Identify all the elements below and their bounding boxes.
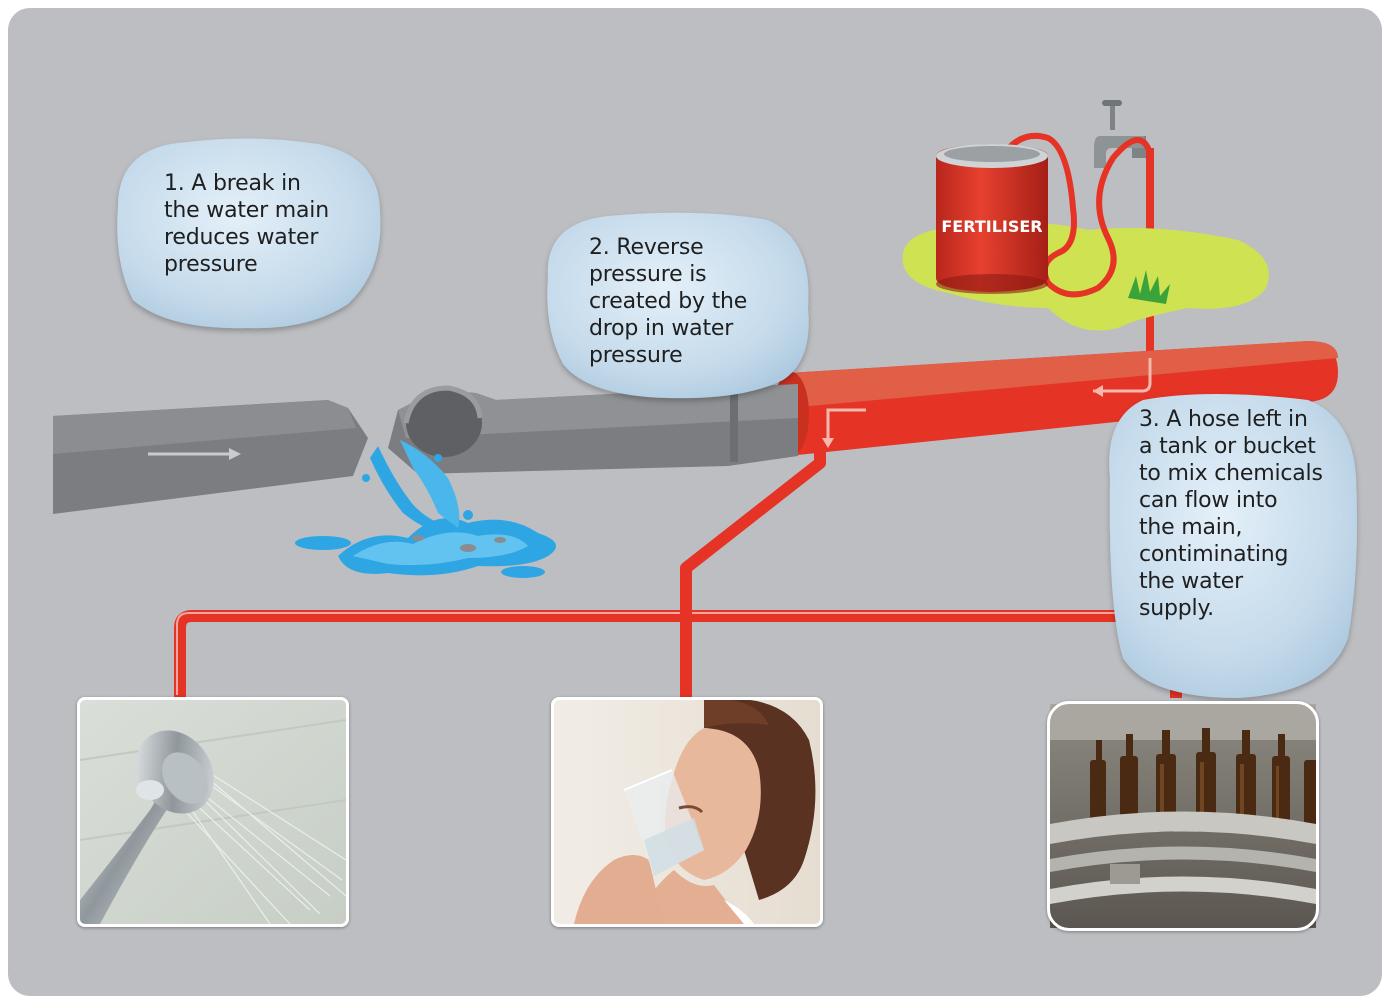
water-leak xyxy=(295,440,556,578)
callout-bubble-3 xyxy=(1109,394,1357,698)
drinking-water-photo-frame xyxy=(551,697,823,927)
water-main-pipe xyxy=(53,384,798,514)
bottling-photo-content xyxy=(1050,704,1318,928)
diagram-panel: FERTILISER xyxy=(8,8,1382,996)
callout-bubbles xyxy=(117,138,1357,698)
callout-step-1: 1. A break in the water main reduces wat… xyxy=(164,171,329,277)
tap-icon xyxy=(1094,100,1146,168)
callout-step-3: 3. A hose left in a tank or bucket to mi… xyxy=(1139,407,1323,621)
drinking-photo-content xyxy=(554,698,820,924)
fertiliser-label: FERTILISER xyxy=(941,217,1042,236)
fertiliser-can: FERTILISER xyxy=(936,144,1048,294)
fertiliser-scene: FERTILISER xyxy=(902,100,1269,331)
shower-photo-content xyxy=(79,700,347,925)
shower-photo-frame xyxy=(77,697,349,927)
callout-step-2: 2. Reverse pressure is created by the dr… xyxy=(589,235,748,368)
callout-bubble-2 xyxy=(547,212,809,399)
backflow-diagram: FERTILISER xyxy=(53,100,1357,928)
contaminated-water-main xyxy=(773,341,1338,456)
bottling-plant-photo-frame xyxy=(1047,701,1319,931)
callout-bubble-1 xyxy=(117,138,381,329)
